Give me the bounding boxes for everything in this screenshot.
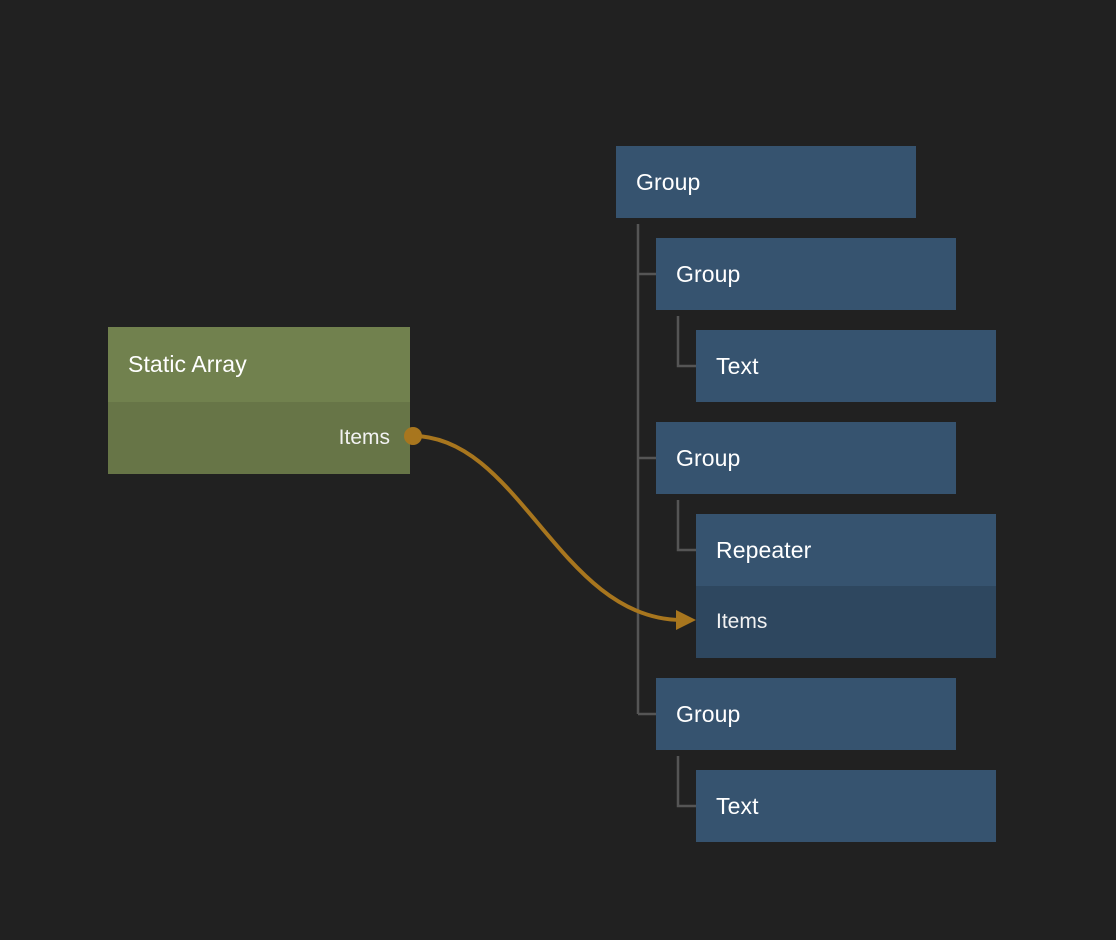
group-1-title: Group	[656, 238, 956, 310]
repeater-items-label: Items	[716, 610, 768, 633]
static-array-items-port-row[interactable]: Items	[108, 402, 410, 474]
node-root-group[interactable]: Group	[616, 146, 916, 218]
root-group-title: Group	[616, 146, 916, 218]
text-1-title: Text	[696, 330, 996, 402]
tree-line-group1-to-text	[676, 316, 696, 368]
repeater-title: Repeater	[696, 514, 996, 586]
group-2-title: Group	[656, 422, 956, 494]
static-array-items-label: Items	[338, 426, 390, 449]
connection-arrowhead	[676, 610, 696, 630]
tree-line-root-spine	[636, 224, 656, 716]
group-3-title: Group	[656, 678, 956, 750]
tree-line-group3-to-text	[676, 756, 696, 808]
repeater-items-port-row[interactable]: Items	[696, 586, 996, 658]
node-group-1[interactable]: Group	[656, 238, 956, 310]
node-text-2[interactable]: Text	[696, 770, 996, 842]
node-text-1[interactable]: Text	[696, 330, 996, 402]
static-array-items-output-port[interactable]	[404, 427, 422, 445]
node-group-3[interactable]: Group	[656, 678, 956, 750]
node-group-2[interactable]: Group	[656, 422, 956, 494]
tree-line-group2-to-repeater	[676, 500, 696, 552]
node-repeater[interactable]: Repeater Items	[696, 514, 996, 658]
text-2-title: Text	[696, 770, 996, 842]
static-array-title: Static Array	[108, 327, 410, 402]
data-connection-edge	[411, 434, 696, 630]
node-static-array[interactable]: Static Array Items	[108, 327, 410, 474]
